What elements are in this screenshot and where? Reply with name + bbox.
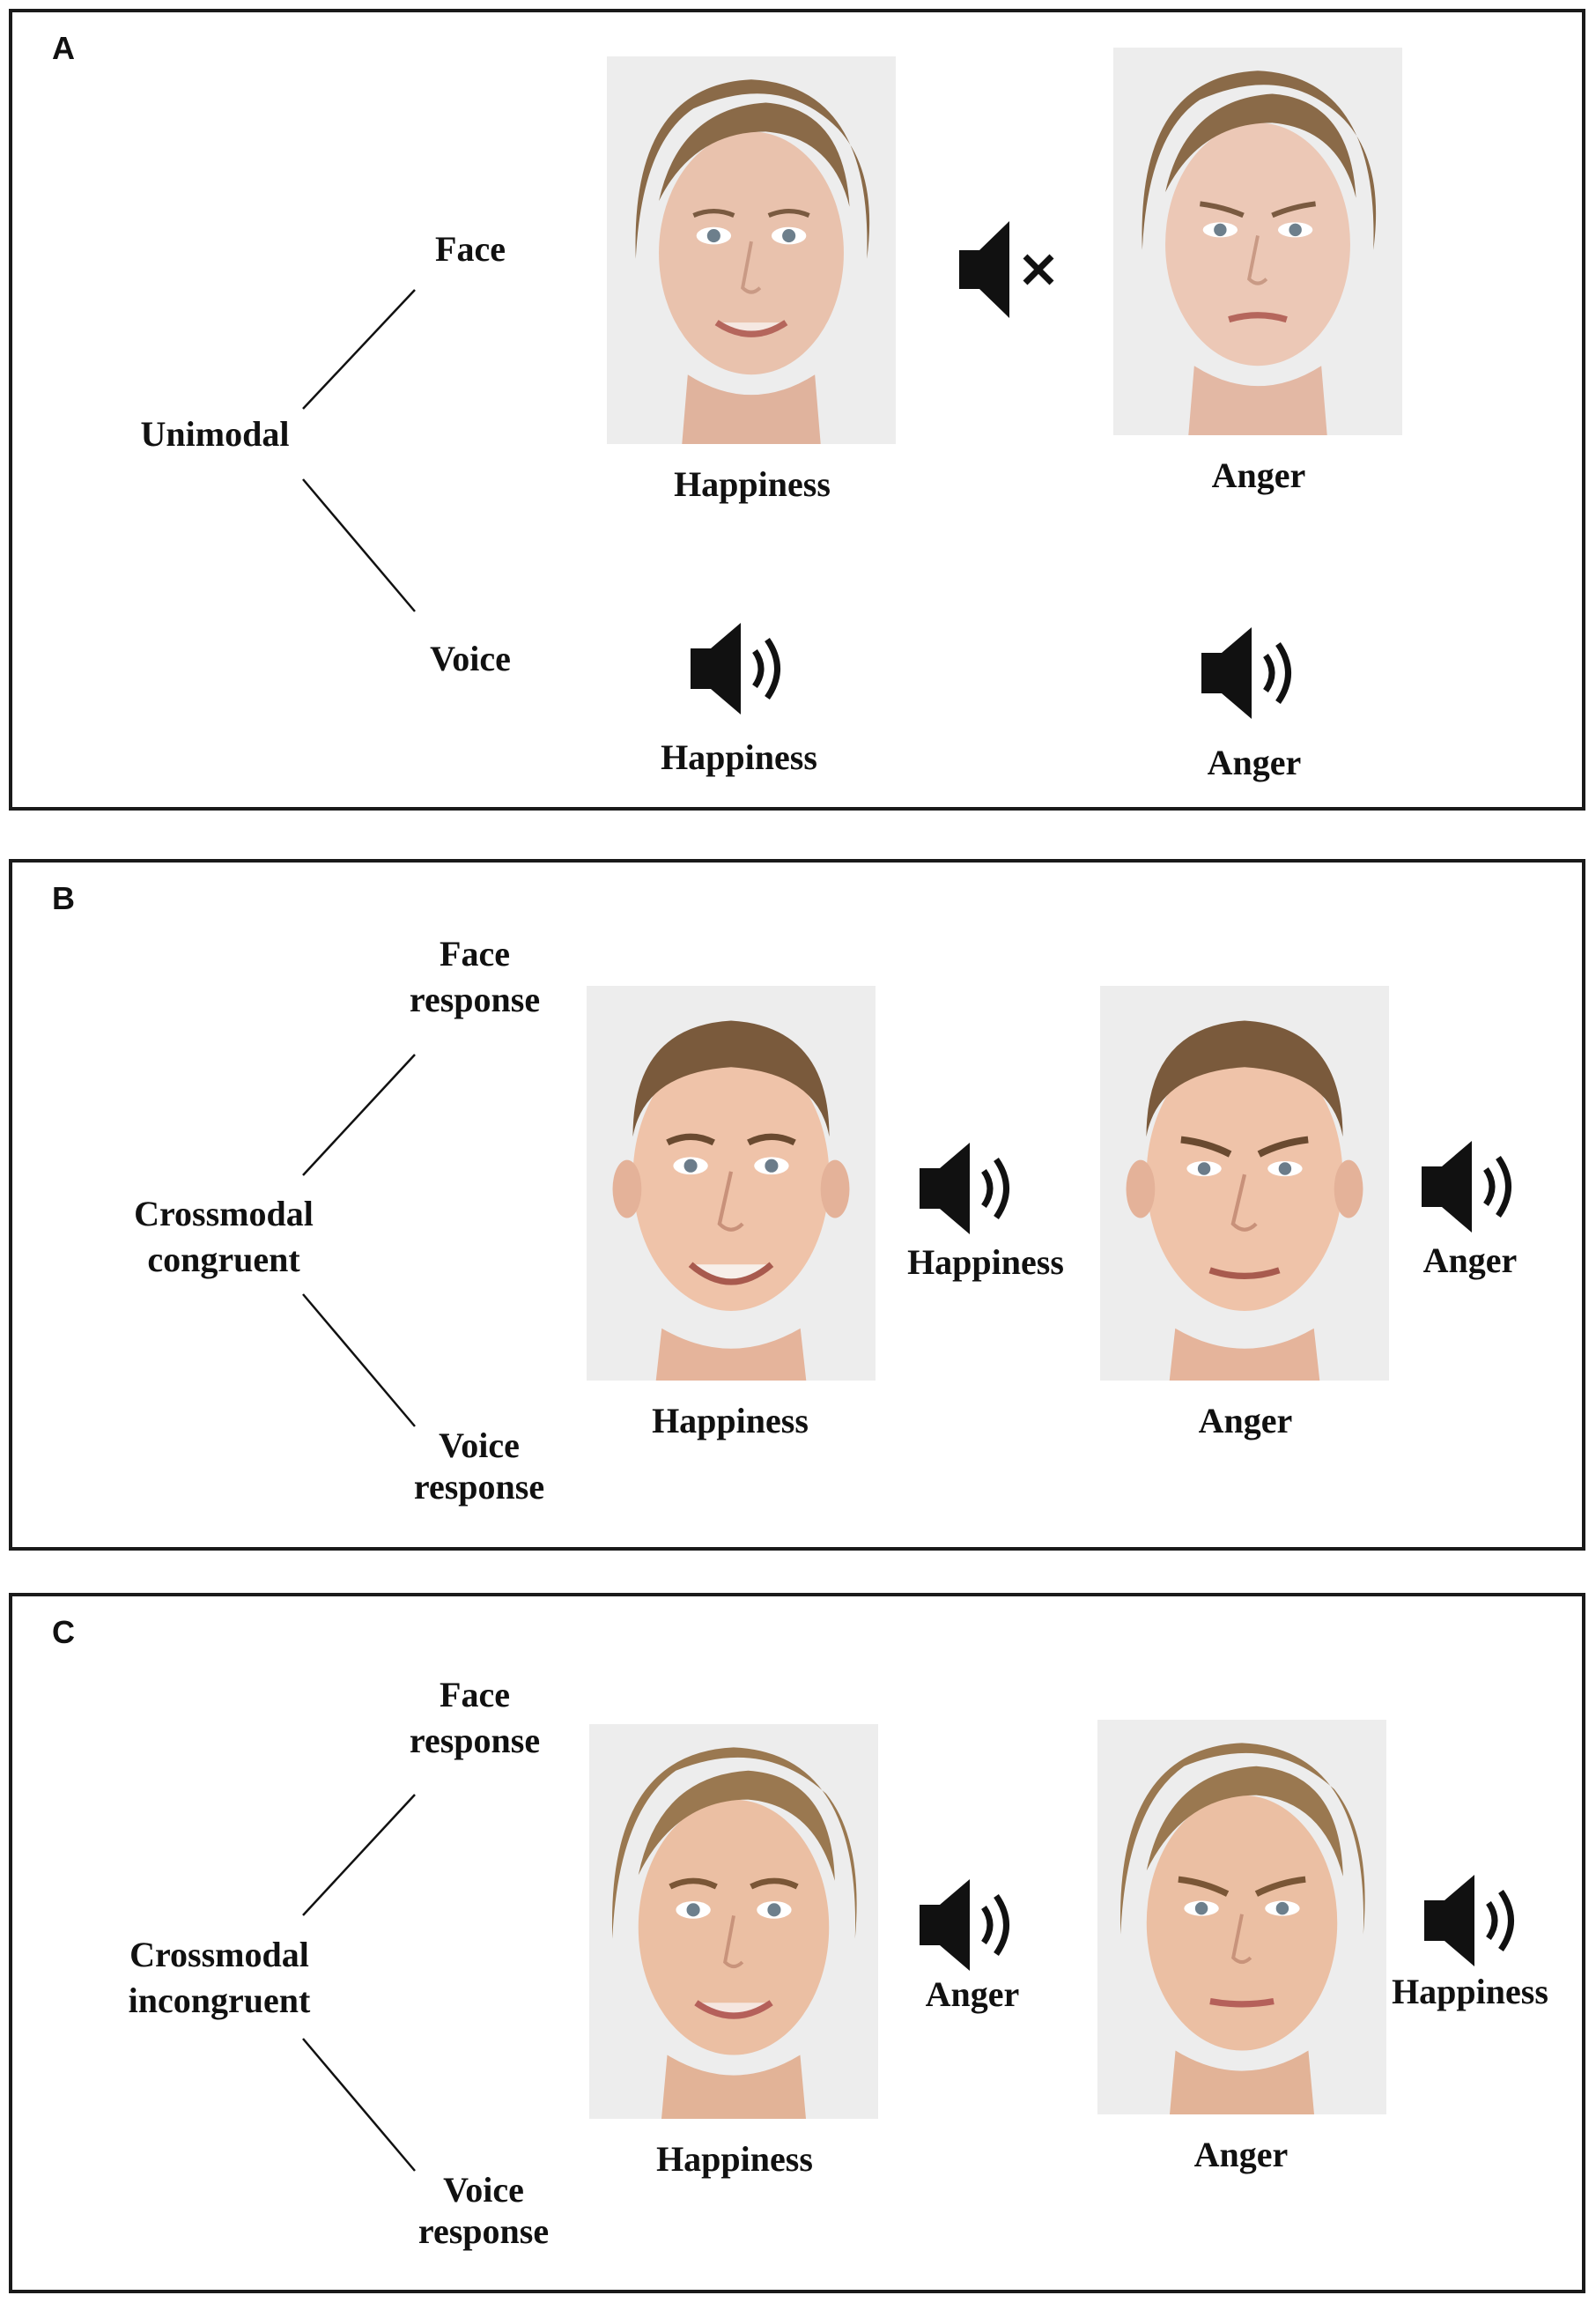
root-label-line1: Crossmodal	[134, 1194, 314, 1233]
face-label-anger: Anger	[1211, 455, 1306, 495]
root-label-line2: incongruent	[128, 1981, 311, 2020]
face-photo-male-angry	[1100, 986, 1389, 1381]
branch-voice-line1: Voice	[439, 1425, 520, 1465]
speaker-icon	[1424, 1875, 1514, 1966]
face-label-anger: Anger	[1198, 1401, 1293, 1440]
branch-face-line1: Face	[440, 934, 510, 974]
panel-c: C Crossmodal incongruent Face response V…	[9, 1593, 1585, 2293]
face-male-angry-icon	[1100, 986, 1389, 1381]
face-photo-female-angry	[1113, 48, 1402, 435]
speaker-icon	[920, 1879, 1009, 1971]
face-female-happy-icon	[607, 56, 896, 444]
branch-voice-line1: Voice	[443, 2170, 524, 2210]
voice-label-happiness: Happiness	[1392, 1972, 1548, 2011]
branch-face-line1: Face	[440, 1675, 510, 1714]
speaker-voice-anger	[1197, 625, 1307, 722]
face-male-happy-icon	[587, 986, 876, 1381]
speaker-voice-happiness	[1420, 1872, 1530, 1969]
panel-letter: B	[52, 880, 75, 916]
speaker-voice-anger	[1417, 1138, 1527, 1235]
speaker-voice-happiness	[686, 620, 796, 717]
speaker-voice-anger	[915, 1877, 1025, 1973]
face-female2-happy-icon	[589, 1724, 878, 2119]
face-label-happiness: Happiness	[656, 2139, 813, 2179]
face-label-anger: Anger	[1193, 2135, 1289, 2174]
branch-voice-line2: response	[417, 2211, 550, 2251]
panel-letter: C	[52, 1614, 75, 1650]
speaker-voice-happiness	[915, 1140, 1025, 1237]
speaker-icon	[691, 623, 780, 714]
speaker-muted-icon	[959, 221, 1054, 318]
speaker-icon	[920, 1143, 1009, 1234]
branch-voice-line2: response	[413, 1467, 545, 1507]
face-photo-female2-angry	[1097, 1720, 1386, 2114]
face-photo-female-happy	[607, 56, 896, 444]
speaker-muted	[955, 217, 1069, 322]
voice-label-happiness: Happiness	[907, 1242, 1064, 1282]
panel-a: A Unimodal Face Voice	[9, 9, 1585, 811]
branch-face-line2: response	[409, 980, 541, 1019]
voice-label-anger: Anger	[925, 1974, 1020, 2014]
voice-label-anger: Anger	[1207, 743, 1302, 782]
face-label-happiness: Happiness	[674, 464, 831, 504]
branch-voice-label: Voice	[430, 639, 511, 678]
panel-letter: A	[52, 30, 75, 66]
face-female2-angry-icon	[1097, 1720, 1386, 2114]
face-label-happiness: Happiness	[652, 1401, 809, 1440]
face-photo-male-happy	[587, 986, 876, 1381]
branch-face-label: Face	[435, 229, 506, 269]
root-label: Unimodal	[140, 414, 290, 454]
speaker-icon	[1422, 1141, 1511, 1233]
face-female-angry-icon	[1113, 48, 1402, 435]
face-photo-female2-happy	[589, 1724, 878, 2119]
voice-label-happiness: Happiness	[661, 737, 817, 777]
root-label-line1: Crossmodal	[129, 1935, 309, 1974]
speaker-icon	[1201, 627, 1291, 719]
root-label-line2: congruent	[147, 1240, 300, 1279]
voice-label-anger: Anger	[1422, 1240, 1518, 1280]
panel-b: B Crossmodal congruent Face response Voi…	[9, 859, 1585, 1551]
branch-face-line2: response	[409, 1721, 541, 1760]
